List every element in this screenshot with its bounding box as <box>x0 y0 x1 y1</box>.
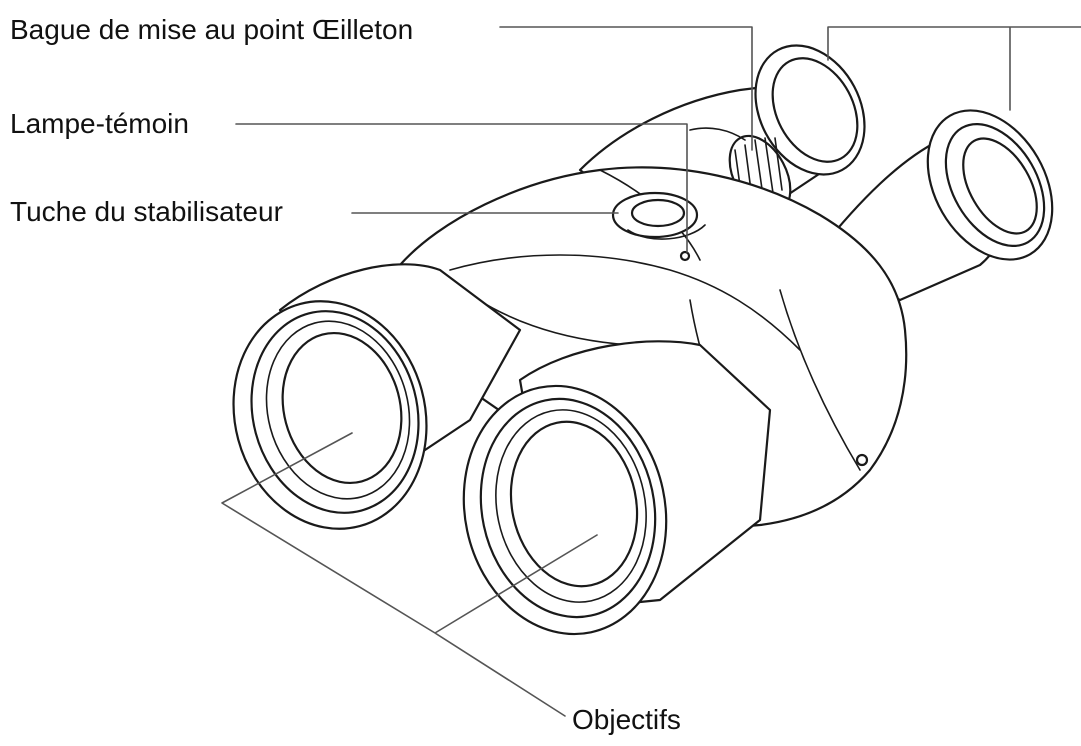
label-focus-ring: Bague de mise au point <box>10 14 304 45</box>
label-stabilizer-button: Tuche du stabilisateur <box>10 198 283 226</box>
label-objectives: Objectifs <box>572 706 681 734</box>
label-indicator-lamp: Lampe-témoin <box>10 110 189 138</box>
leader-eyecup <box>828 27 1081 110</box>
label-eyecup: Œilleton <box>312 14 413 45</box>
label-focus-ring-eyecup: Bague de mise au point Œilleton <box>10 16 413 44</box>
